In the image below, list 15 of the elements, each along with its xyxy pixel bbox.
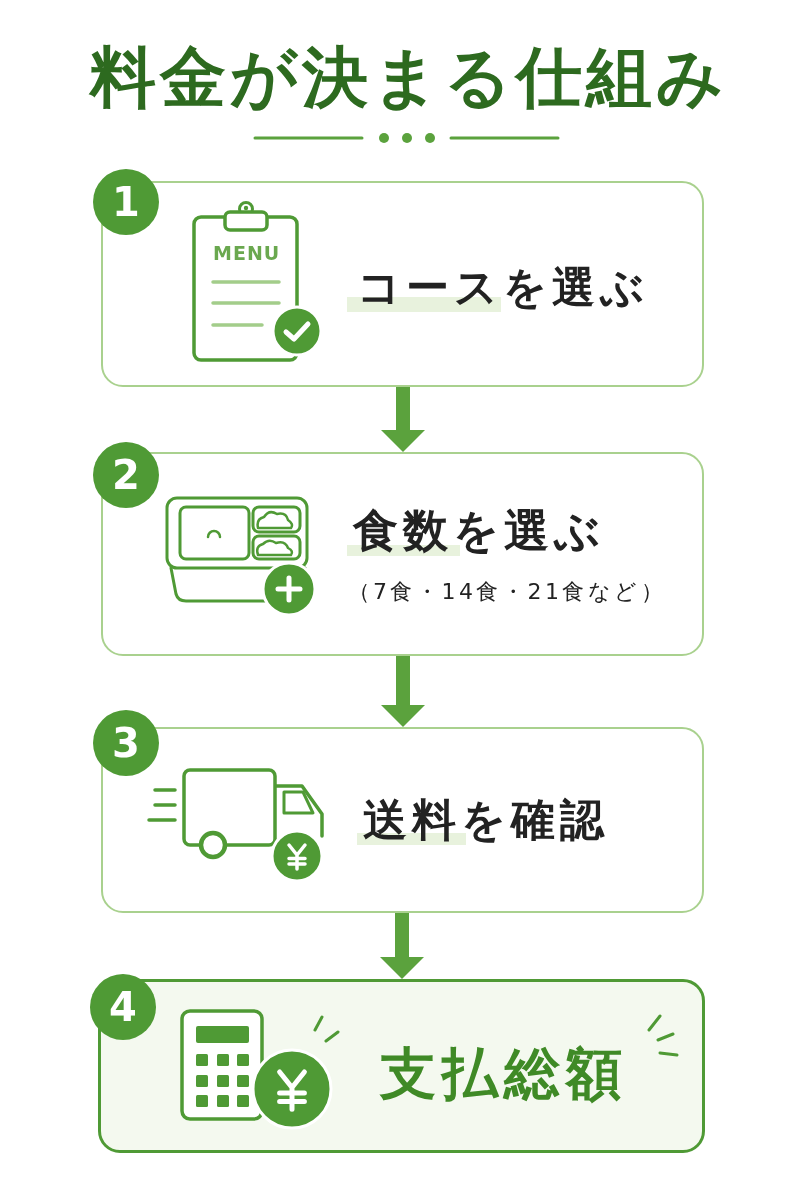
arrow bbox=[381, 387, 425, 452]
arrow bbox=[381, 656, 425, 727]
step-box bbox=[101, 727, 704, 913]
step-box bbox=[101, 181, 704, 387]
step-box bbox=[101, 452, 704, 656]
menu-text: MENU bbox=[213, 244, 281, 263]
step-title: 支払総額 bbox=[380, 1042, 628, 1107]
step-number-badge: 1 bbox=[93, 169, 159, 235]
step-note: （7食・14食・21食など） bbox=[347, 578, 667, 604]
arrow bbox=[380, 913, 424, 979]
step-number-badge: 3 bbox=[93, 710, 159, 776]
step-number-badge: 2 bbox=[93, 442, 159, 508]
title: 料金が決まる仕組み bbox=[90, 38, 728, 118]
step-box bbox=[98, 979, 705, 1153]
step-number-badge: 4 bbox=[90, 974, 156, 1040]
